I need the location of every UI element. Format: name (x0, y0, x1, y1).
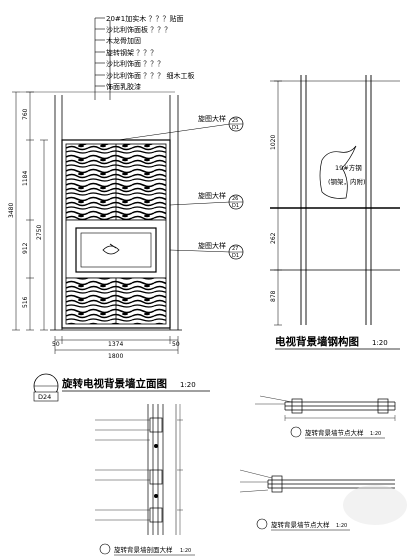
left-title-scale: 1:20 (180, 381, 196, 389)
note-2: 沙比利饰面板 ？？？ (106, 25, 171, 34)
right-vertical-dimensions (274, 80, 282, 326)
note-7: 饰面乳胶漆 (106, 82, 141, 91)
callout-1-top: 25 (232, 118, 238, 124)
callout-3-label: 旋图大样 (198, 241, 226, 250)
note-6: 沙比利饰面 ？？？ 细木工板 (106, 71, 194, 80)
callout-3-top: 27 (232, 246, 238, 252)
detail-1-scale: 1:20 (180, 548, 191, 554)
callout-2-label: 旋图大样 (198, 191, 226, 200)
right-section: 1020 262 878 19#方钢 (钢架，内附) 电视背景墙钢构图 1:20 (270, 75, 400, 350)
dim-v-516: 516 (22, 296, 29, 308)
callout-1-label: 旋图大样 (198, 114, 226, 123)
detail-2: 旋转背景墙节点大样 1:20 (255, 395, 396, 439)
dim-h-50-right: 50 (172, 341, 180, 348)
tv-wall-frame (61, 139, 171, 329)
callout-1: 旋图大样 25 D1 (117, 114, 244, 141)
tv-logo-icon (102, 243, 120, 255)
tv-screen (80, 232, 152, 268)
detail-3-title: 旋转背景墙节点大样 (271, 520, 330, 529)
steel-label-2: (钢架，内附) (328, 177, 366, 186)
steel-frame (270, 75, 400, 325)
note-4: 旋转钢架 ？？？ (106, 48, 157, 57)
detail-2-scale: 1:20 (370, 431, 381, 437)
callout-3: 旋图大样 27 D1 (169, 241, 244, 260)
note-5: 沙比利饰面 ？？？ (106, 59, 164, 68)
right-title: 电视背景墙钢构图 (275, 335, 359, 348)
callout-3-bottom: D1 (232, 253, 239, 259)
dim-h-50-left: 50 (52, 341, 60, 348)
callout-1-bottom: D1 (232, 125, 239, 131)
dim-v-912: 912 (22, 242, 29, 254)
drawing-marker-id: D24 (38, 393, 51, 401)
detail-3: 旋转背景墙节点大样 1:20 (239, 469, 395, 531)
dim-h-1374: 1374 (108, 341, 123, 348)
dim-v-760: 760 (22, 108, 29, 120)
callout-2-bottom: D1 (232, 203, 239, 209)
detail-1-leaders (95, 419, 150, 521)
steel-label-1: 19#方钢 (335, 163, 362, 172)
dim-v-3480: 3480 (8, 203, 15, 218)
left-elevation: 20#1加实木 ？？？贴面 沙比利饰面板 ？？？ 木龙骨加固 旋转钢架 ？？？ … (8, 14, 244, 402)
right-dim-1020: 1020 (270, 135, 277, 150)
right-dim-878: 878 (270, 290, 277, 302)
left-title-block: D24 旋转电视背景墙立面图 1:20 (33, 373, 210, 402)
detail-2-title: 旋转背景墙节点大样 (305, 428, 364, 437)
callout-2-top: 26 (232, 196, 238, 202)
dim-v-1184: 1184 (22, 171, 29, 186)
vertical-dimensions (12, 91, 48, 331)
note-leaders (94, 17, 111, 100)
dim-h-1800: 1800 (108, 353, 123, 360)
detail-1-title: 旋转背景墙剖面大样 (114, 545, 173, 554)
note-1: 20#1加实木 ？？？贴面 (106, 14, 183, 23)
detail-1: 旋转背景墙剖面大样 1:20 (95, 404, 195, 556)
detail-3-scale: 1:20 (336, 523, 347, 529)
steel-curve-outline (319, 145, 357, 199)
callout-2: 旋图大样 26 D1 (169, 191, 244, 210)
watermark (343, 485, 407, 525)
left-title: 旋转电视背景墙立面图 (61, 377, 167, 390)
horizontal-dimensions (54, 336, 179, 354)
note-3: 木龙骨加固 (106, 36, 141, 45)
right-dim-262: 262 (270, 232, 277, 244)
dim-v-2750: 2750 (36, 225, 43, 240)
right-title-scale: 1:20 (372, 339, 388, 347)
